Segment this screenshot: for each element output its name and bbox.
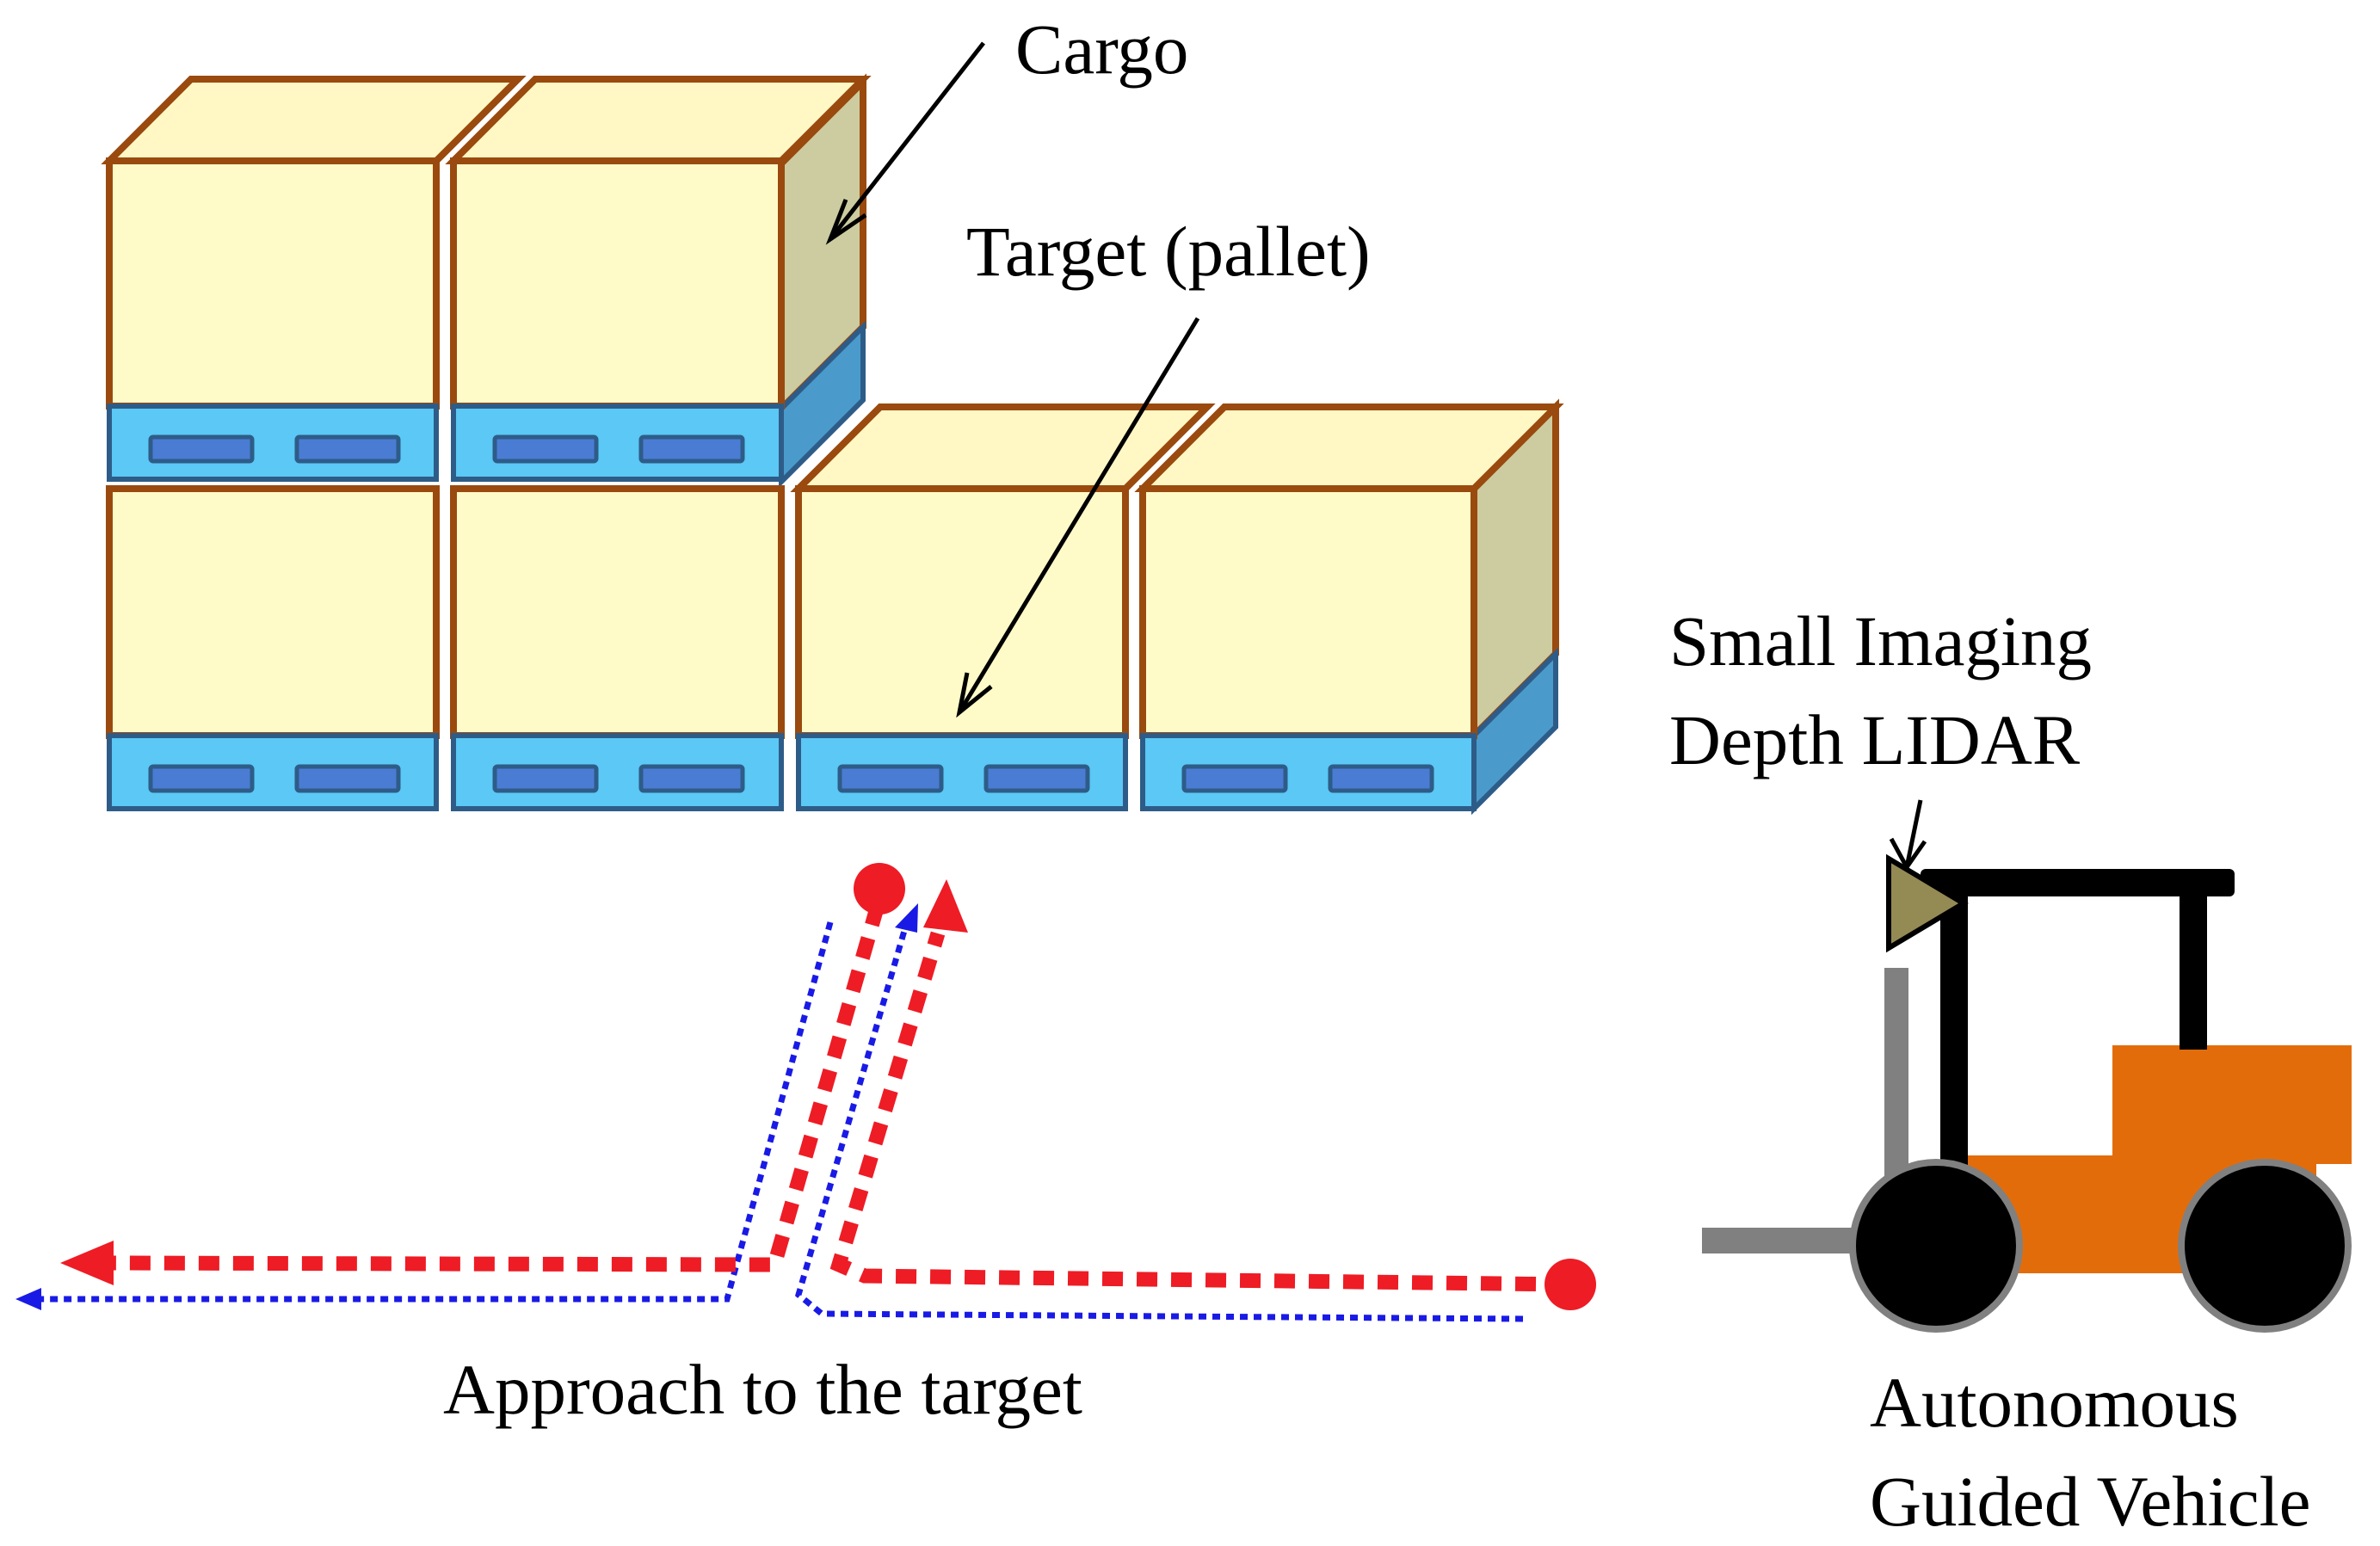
approach-label: Approach to the target — [443, 1350, 1082, 1429]
lidar-callout-arrow — [1889, 799, 1927, 872]
cargo-box — [1139, 485, 1477, 811]
cargo-box — [106, 485, 440, 811]
approach-path-blue — [15, 903, 1524, 1322]
target-callout-arrow — [956, 317, 1200, 718]
rear-wheel — [2178, 1159, 2352, 1333]
cargo-box — [106, 157, 440, 482]
agv-label-line1: Autonomous — [1870, 1363, 2239, 1442]
autonomous-guided-vehicle — [1702, 853, 2352, 1333]
lidar-label-line2: Depth LIDAR — [1669, 700, 2081, 779]
lidar-sensor-icon — [1886, 853, 1969, 953]
target-label: Target (pallet) — [966, 212, 1371, 291]
cargo-box — [450, 485, 785, 811]
cargo-box — [450, 157, 785, 482]
target-pallet-box — [795, 485, 1129, 811]
cargo-side-faces — [778, 73, 1559, 816]
front-wheel — [1849, 1159, 2023, 1333]
lidar-label-line1: Small Imaging — [1669, 601, 2092, 681]
path-start-point — [1545, 1259, 1596, 1310]
agv-label-line2: Guided Vehicle — [1870, 1462, 2310, 1541]
cargo-stack — [101, 73, 1564, 816]
cargo-callout-arrow — [825, 41, 985, 245]
overhead-guard-top — [1921, 869, 2235, 896]
overhead-guard-rear — [2180, 873, 2207, 1050]
cargo-label: Cargo — [1015, 9, 1188, 89]
path-target-point — [854, 863, 905, 915]
cargo-top-faces — [101, 76, 1564, 492]
overhead-guard-front — [1940, 873, 1968, 1170]
approach-path-red — [60, 863, 1596, 1310]
